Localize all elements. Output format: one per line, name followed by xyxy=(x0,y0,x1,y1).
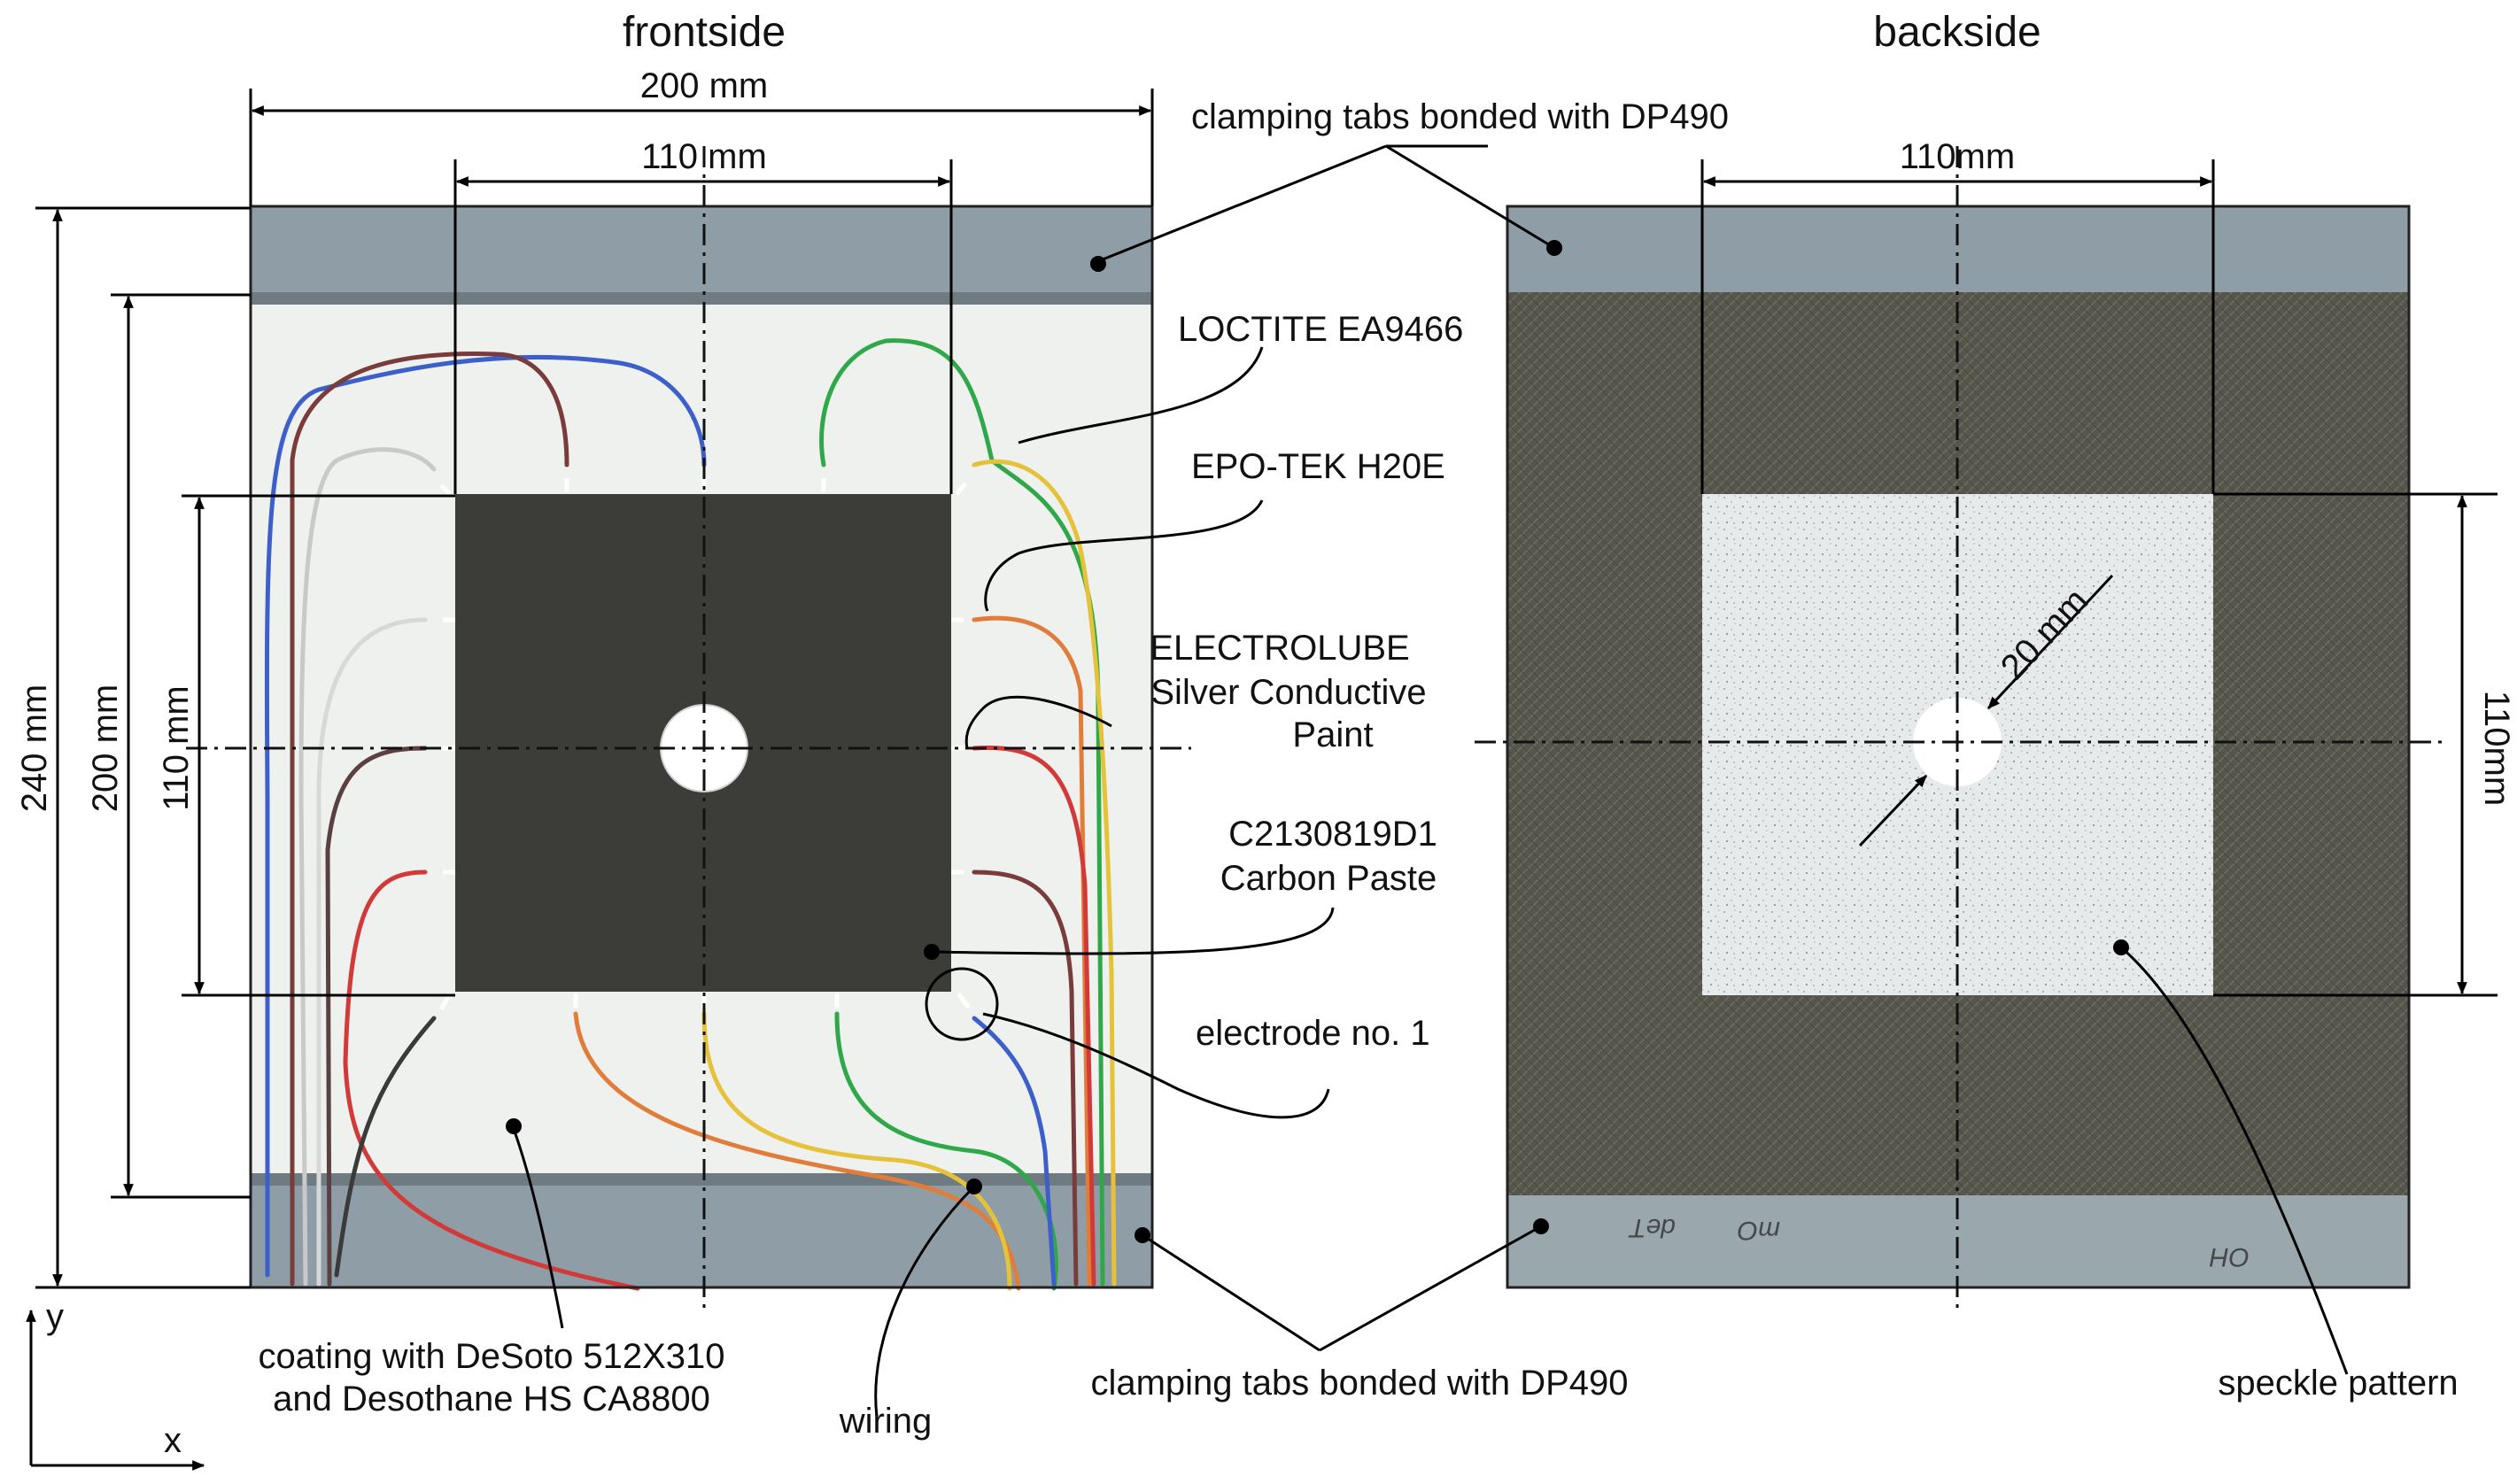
coordinate-axes xyxy=(26,1309,205,1471)
leader-lines xyxy=(512,144,2349,1418)
label-electrolube-2: Silver Conductive xyxy=(1150,673,1426,712)
axis-y-label: y xyxy=(46,1297,64,1336)
dim-label-back-width-110: 110mm xyxy=(1900,137,2015,176)
hole-dim-lower xyxy=(1858,774,1928,847)
label-epotek: EPO-TEK H20E xyxy=(1191,447,1445,486)
axis-x-label: x xyxy=(164,1421,182,1460)
label-speckle: speckle pattern xyxy=(2218,1364,2458,1403)
tab-scribbles: deT mO OH xyxy=(1628,1213,2250,1271)
scribble-2: mO xyxy=(1738,1216,1780,1245)
dim-label-front-height-200: 200 mm xyxy=(86,684,125,813)
scribble-1: deT xyxy=(1628,1213,1676,1242)
dim-label-front-width-110: 110 mm xyxy=(641,137,767,176)
front-top-tab-edge xyxy=(251,292,1152,305)
centerlines xyxy=(186,146,2444,1315)
dimension-lines xyxy=(35,89,2498,1289)
label-tabs-top: clamping tabs bonded with DP490 xyxy=(1191,97,1729,136)
dim-label-front-height-110: 110 mm xyxy=(157,685,196,811)
dim-label-front-width-200: 200 mm xyxy=(640,66,769,105)
label-electrolube-3: Paint xyxy=(1292,715,1373,754)
backside-title: backside xyxy=(1873,9,2041,56)
dim-label-front-height-240: 240 mm xyxy=(15,684,54,813)
front-wiring xyxy=(264,338,1117,1291)
dim-label-back-height-110: 110mm xyxy=(2477,691,2516,806)
front-bottom-tab-edge xyxy=(251,1173,1152,1186)
label-wiring: wiring xyxy=(839,1402,932,1441)
front-top-tab xyxy=(251,206,1152,297)
label-electrolube-1: ELECTROLUBE xyxy=(1150,629,1409,668)
scribble-3: OH xyxy=(2210,1242,2250,1271)
label-carbon-1: C2130819D1 xyxy=(1228,815,1437,854)
label-loctite: LOCTITE EA9466 xyxy=(1178,310,1463,349)
label-coating-1: coating with DeSoto 512X310 xyxy=(258,1337,724,1376)
electrode-no1-highlight xyxy=(925,967,999,1041)
frontside-title: frontside xyxy=(623,9,786,56)
label-electrode-no1: electrode no. 1 xyxy=(1196,1014,1430,1053)
leader-dots xyxy=(506,240,2129,1243)
label-carbon-2: Carbon Paste xyxy=(1220,859,1437,898)
hole-dim-upper xyxy=(1986,574,2114,710)
label-tabs-bottom: clamping tabs bonded with DP490 xyxy=(1090,1364,1628,1403)
label-coating-2: and Desothane HS CA8800 xyxy=(273,1380,710,1418)
